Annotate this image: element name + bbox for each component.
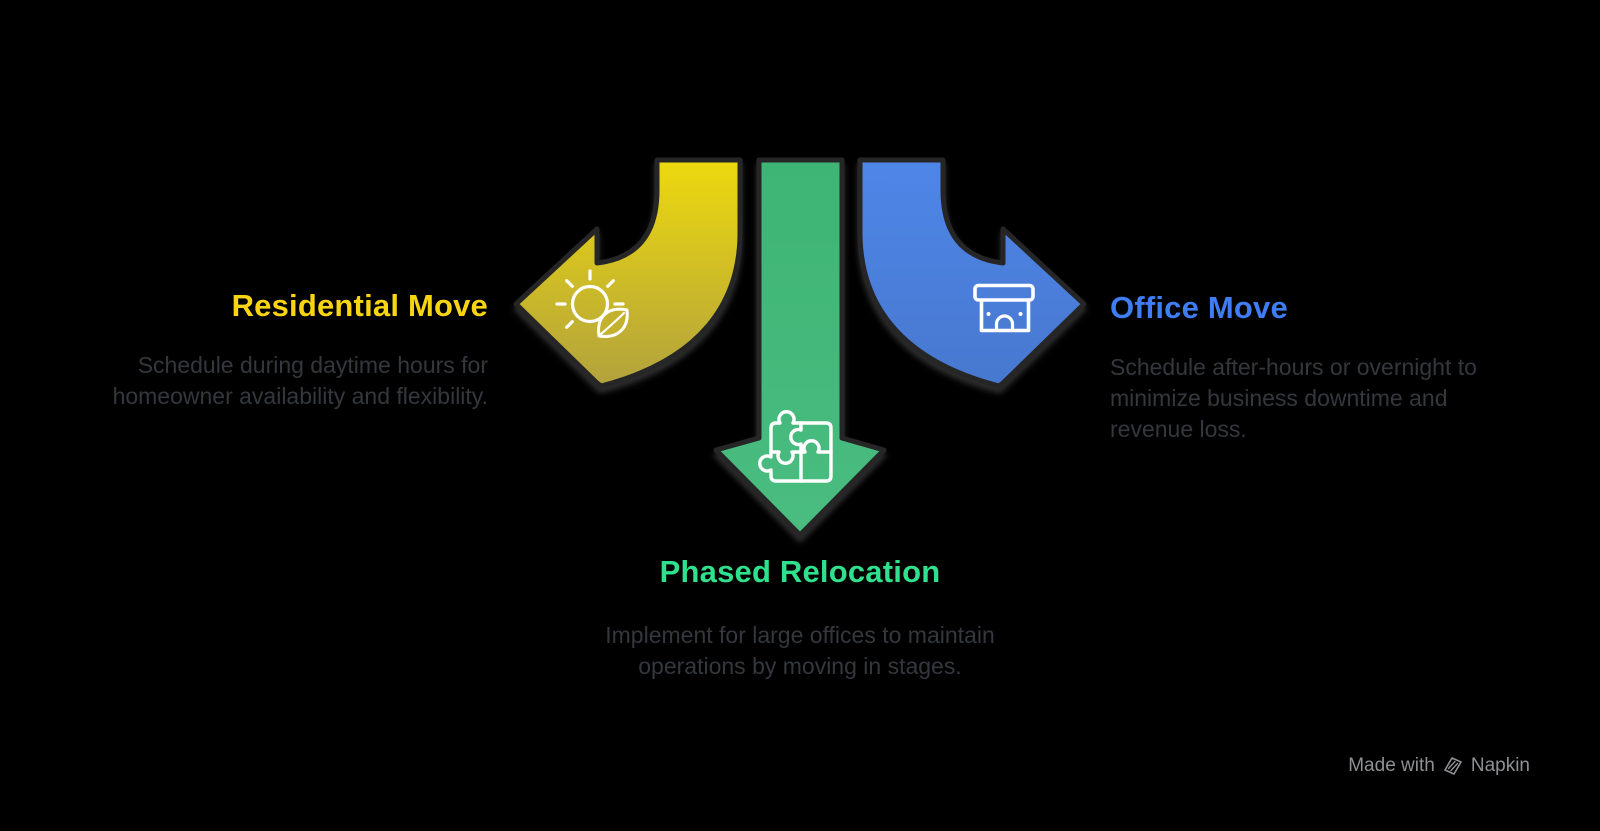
storefront-icon [973, 283, 1035, 333]
office-title: Office Move [1110, 290, 1288, 325]
phased-section: Phased Relocation Implement for large of… [605, 554, 995, 682]
phased-title: Phased Relocation [659, 554, 941, 589]
phased-arrow [713, 157, 887, 538]
napkin-credit: Made with Napkin [1348, 755, 1530, 777]
sun-leaf-icon [555, 269, 629, 338]
napkin-brand-label: Napkin [1470, 755, 1530, 776]
puzzle-icon [758, 410, 833, 483]
residential-description: Schedule during daytime hours for homeow… [112, 352, 488, 409]
residential-arrow [513, 157, 743, 389]
office-arrow [857, 157, 1087, 389]
office-description: Schedule after-hours or overnight to min… [1110, 354, 1477, 442]
office-section: Office Move Schedule after-hours or over… [1110, 290, 1515, 445]
napkin-logo-icon [1444, 757, 1462, 775]
residential-section: Residential Move Schedule during daytime… [48, 288, 488, 412]
residential-title: Residential Move [231, 288, 488, 323]
made-with-label: Made with [1348, 755, 1435, 776]
phased-description: Implement for large offices to maintain … [605, 622, 995, 679]
